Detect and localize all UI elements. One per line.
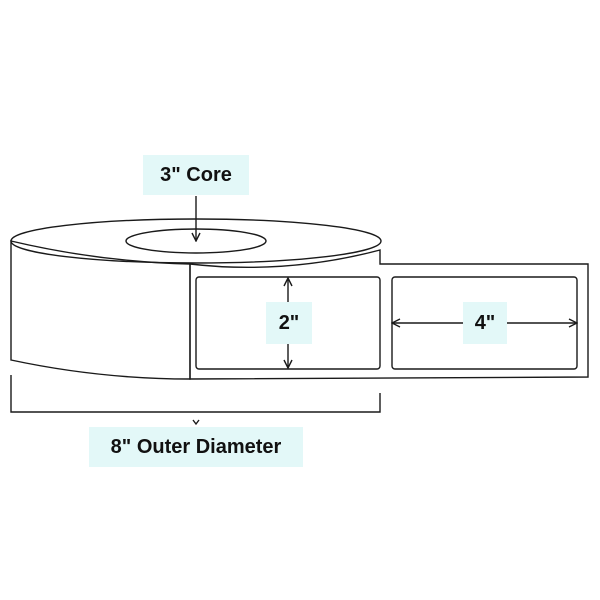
roll-outline bbox=[10, 240, 191, 380]
outer-diameter-callout: 8" Outer Diameter bbox=[89, 427, 303, 467]
core-size-callout: 3" Core bbox=[143, 155, 249, 195]
label-strip bbox=[189, 249, 589, 380]
label-height-callout: 2" bbox=[266, 302, 312, 344]
outer-diameter-bracket bbox=[10, 375, 381, 426]
bracket-pointer bbox=[192, 419, 200, 426]
liner-backing bbox=[189, 249, 589, 380]
label-width-callout: 4" bbox=[463, 302, 507, 344]
